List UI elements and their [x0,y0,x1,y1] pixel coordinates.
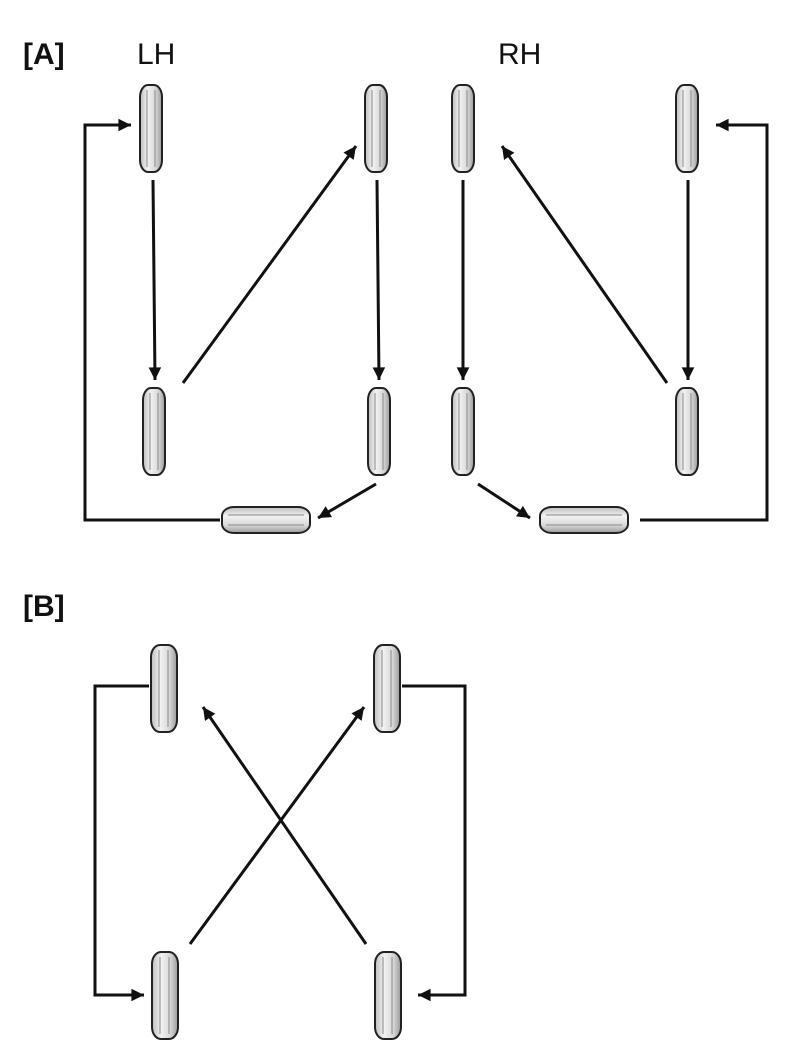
arrow-rf-to-rr-b [402,684,467,1002]
arrow-spare-to-rf-rh [640,118,769,522]
section-a-label: [A] [23,38,65,71]
arrow-lf-to-lr-b [93,684,149,1002]
arrow-lr-to-rf [181,145,358,384]
section-a-diagram [83,84,769,534]
section-b-label: [B] [23,590,65,623]
tire-icon [364,84,388,173]
arrow-rr-to-lf-rh [500,145,669,384]
tire-icon [374,951,402,1040]
arrow-rf-to-rr [372,179,386,381]
arrow-rr-to-lf-b [201,706,368,945]
arrow-spare-to-lf [83,118,220,522]
tire-icon [451,387,475,476]
tire-icon [151,951,179,1040]
tire-icon [139,84,163,173]
lh-label: LH [137,38,176,71]
arrow-lr-to-rf-b [188,706,366,945]
tire-icon [539,506,629,534]
tire-icon [150,644,178,733]
tire-icon [373,644,401,733]
rh-label: RH [498,38,542,71]
tire-icon [221,506,311,534]
arrow-lr-to-spare-rh [477,482,531,520]
tire-icon [675,84,699,173]
tire-icon [142,387,166,476]
tire-icon [451,84,475,173]
arrow-rr-to-spare [317,482,377,520]
arrow-lf-to-lr [148,179,162,381]
tire-icon [367,387,391,476]
tire-icon [675,387,699,476]
section-b-diagram [93,644,467,1040]
